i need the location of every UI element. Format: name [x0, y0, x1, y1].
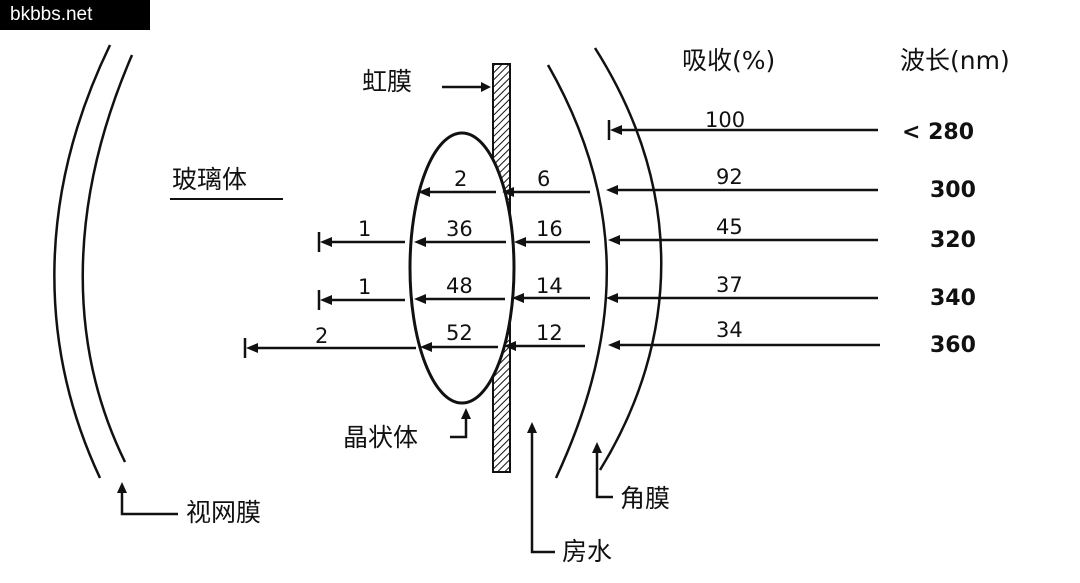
label-aqueous: 房水: [562, 537, 612, 566]
aqueous-value-340: 14: [536, 274, 563, 298]
radiation-arrows: [243, 120, 880, 358]
retina-pointer: [117, 482, 178, 516]
lens-value-320: 36: [446, 217, 473, 241]
cornea-arc-outer: [593, 47, 663, 471]
cornea-value-340: 37: [716, 273, 743, 297]
iris-pointer: [442, 82, 491, 92]
lens-ellipse: [408, 131, 516, 405]
header-absorption: 吸收(%): [682, 46, 775, 75]
lens-value-300: 2: [454, 167, 467, 191]
vitreous-value-320: 1: [358, 217, 371, 241]
label-lens: 晶状体: [343, 423, 418, 452]
lens-value-360: 52: [446, 321, 473, 345]
arrow-row-280: [607, 120, 878, 140]
label-cornea: 角膜: [620, 484, 670, 513]
wavelength-340: 340: [930, 286, 976, 311]
label-iris: 虹膜: [362, 67, 412, 96]
retina-arcs: [53, 44, 134, 479]
aqueous-pointer: [527, 422, 555, 554]
arrow-row-300: [418, 185, 878, 197]
cornea-value-320: 45: [716, 215, 743, 239]
wavelength-360: 360: [930, 333, 976, 358]
cornea-arcs: [546, 47, 663, 479]
label-vitreous: 玻璃体: [172, 165, 247, 194]
cornea-pointer: [592, 442, 613, 499]
watermark: bkbbs.net: [0, 0, 150, 30]
header-wavelength: 波长(nm): [900, 46, 1010, 75]
arrow-row-340: [317, 290, 878, 310]
vitreous-value-360: 2: [315, 324, 328, 348]
aqueous-value-360: 12: [536, 321, 563, 345]
cornea-arc-inner: [546, 64, 608, 479]
wavelength-300: 300: [930, 178, 976, 203]
wavelength-320: 320: [930, 228, 976, 253]
aqueous-value-320: 16: [536, 217, 563, 241]
label-retina: 视网膜: [186, 498, 261, 527]
retina-arc-outer: [53, 44, 112, 479]
lens-pointer: [450, 408, 471, 439]
cornea-value-360: 34: [716, 318, 743, 342]
cornea-value-280: 100: [705, 108, 745, 132]
arrow-row-320: [317, 232, 878, 252]
lens-value-340: 48: [446, 274, 473, 298]
wavelength-280: < 280: [902, 120, 974, 145]
aqueous-value-300: 6: [537, 167, 550, 191]
retina-arc-inner: [81, 54, 134, 463]
vitreous-value-340: 1: [358, 275, 371, 299]
cornea-value-300: 92: [716, 165, 743, 189]
arrow-row-360: [243, 338, 880, 358]
